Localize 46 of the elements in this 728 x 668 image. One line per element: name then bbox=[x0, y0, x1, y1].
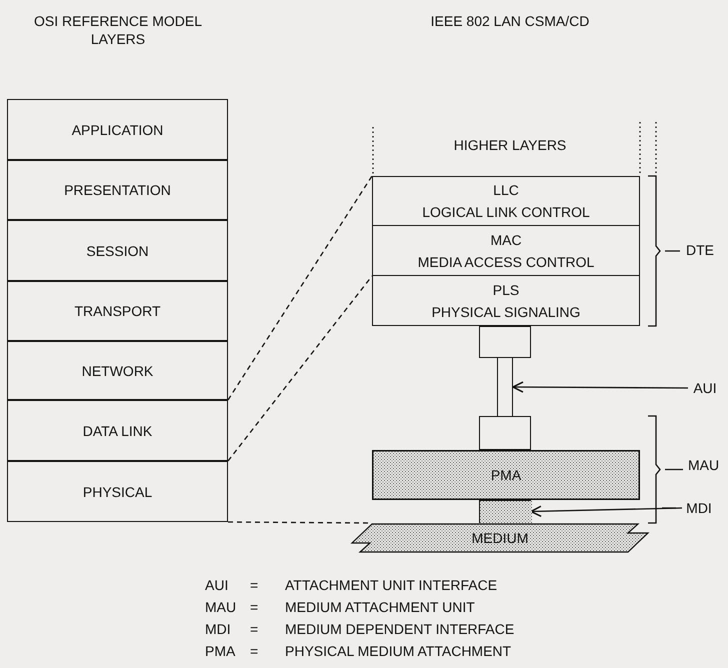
equals-sign: = bbox=[250, 642, 258, 660]
leader-text: MDI bbox=[682, 499, 716, 517]
leader-text: AUI bbox=[688, 379, 722, 397]
layer-name: PHYSICAL SIGNALING bbox=[432, 302, 580, 320]
layer-abbreviation: LLC bbox=[493, 181, 519, 199]
definition: ATTACHMENT UNIT INTERFACE bbox=[285, 576, 498, 594]
layer-box: APPLICATION bbox=[7, 99, 228, 160]
dashed-line bbox=[228, 521, 371, 524]
abbreviation: MDI bbox=[205, 620, 231, 638]
connector-box bbox=[479, 416, 531, 450]
layer-box: NETWORK bbox=[7, 341, 228, 400]
column-heading: OSI REFERENCE MODEL LAYERS bbox=[32, 12, 204, 48]
connector-box bbox=[479, 326, 531, 358]
abbreviation: AUI bbox=[205, 576, 228, 594]
layer-name: LOGICAL LINK CONTROL bbox=[422, 203, 590, 221]
layer-box: DATA LINK bbox=[7, 400, 228, 461]
definition: MEDIUM DEPENDENT INTERFACE bbox=[285, 620, 516, 638]
layer-caption: HIGHER LAYERS bbox=[452, 136, 568, 154]
equals-sign: = bbox=[250, 598, 258, 616]
layer-box bbox=[372, 276, 640, 326]
layer-box: PRESENTATION bbox=[7, 160, 228, 220]
bracket-label: MAU bbox=[688, 456, 720, 474]
layer-abbreviation: MAC bbox=[490, 230, 522, 248]
equals-sign: = bbox=[250, 620, 258, 638]
layer-name: MEDIA ACCESS CONTROL bbox=[418, 252, 594, 270]
abbreviation: MAU bbox=[205, 598, 236, 616]
arrow bbox=[512, 381, 688, 393]
abbreviation: PMA bbox=[205, 642, 236, 660]
bracket-label: DTE bbox=[686, 241, 715, 259]
medium-band: MEDIUM bbox=[350, 523, 650, 553]
layer-box: SESSION bbox=[7, 220, 228, 281]
definition: MEDIUM ATTACHMENT UNIT bbox=[285, 598, 476, 616]
dashed-line bbox=[227, 276, 373, 462]
layer-box bbox=[372, 176, 640, 226]
cable-bar bbox=[497, 358, 513, 416]
layer-box: TRANSPORT bbox=[7, 281, 228, 341]
connector-box bbox=[479, 500, 531, 523]
arrow bbox=[530, 506, 682, 518]
dashed-line bbox=[227, 176, 373, 400]
stippled-box: PMA bbox=[372, 450, 640, 500]
definition: PHYSICAL MEDIUM ATTACHMENT bbox=[285, 642, 512, 660]
equals-sign: = bbox=[250, 576, 258, 594]
layer-box: PHYSICAL bbox=[7, 461, 228, 522]
column-heading: IEEE 802 LAN CSMA/CD bbox=[430, 12, 590, 30]
layer-box bbox=[372, 226, 640, 276]
layer-abbreviation: PLS bbox=[492, 280, 520, 298]
